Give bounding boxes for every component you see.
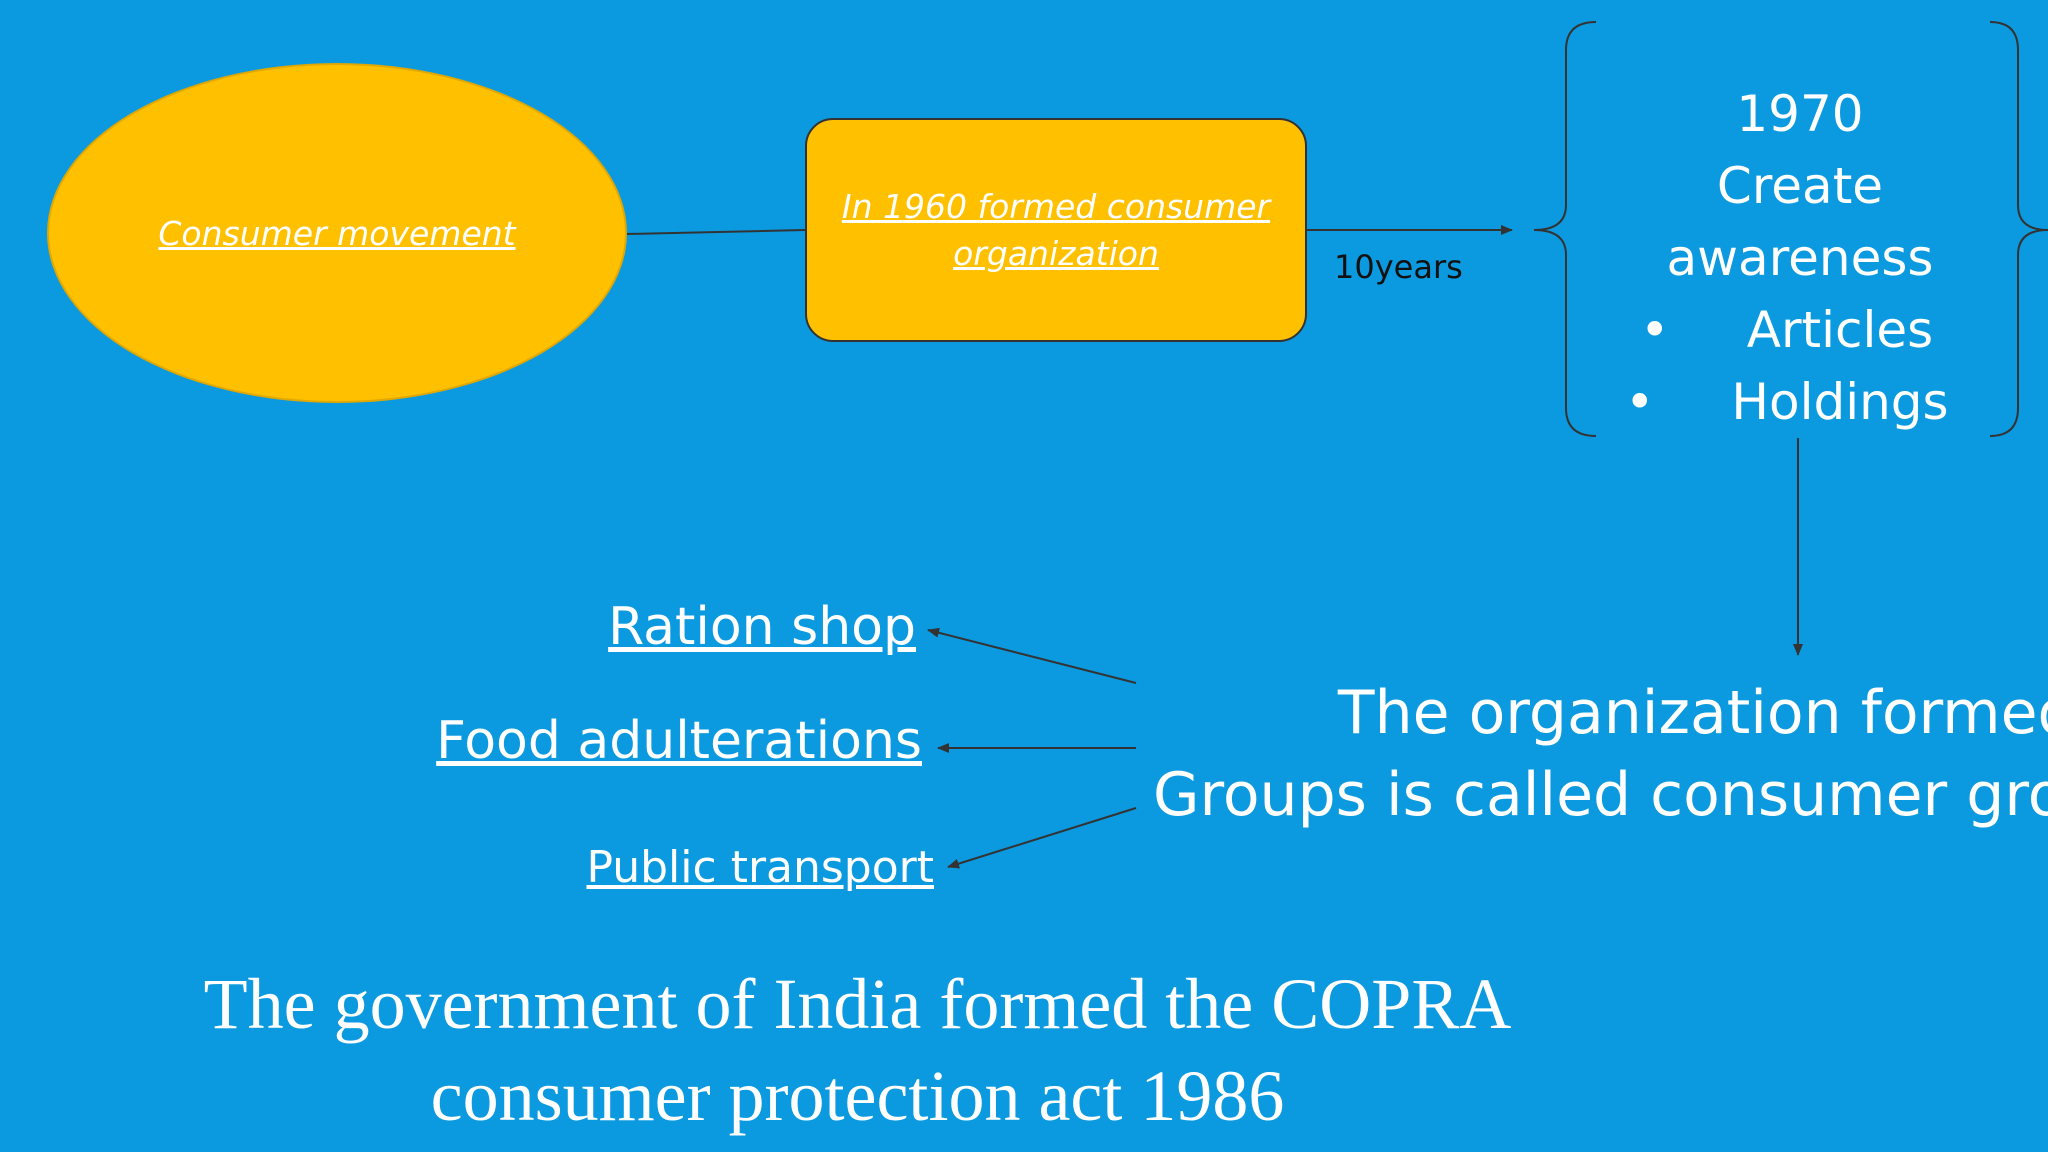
bullet-icon: •: [1640, 301, 1670, 359]
bullet-holdings: • Holdings: [1540, 366, 2048, 438]
consumer-movement-ellipse: Consumer movement: [47, 63, 627, 403]
year-1970: 1970: [1736, 85, 1864, 143]
create-text: Create: [1716, 157, 1884, 215]
consumer-organization-label: In 1960 formed consumer organization: [841, 187, 1271, 273]
consumer-group-text: The organization formed Groups is called…: [1153, 672, 2048, 836]
group-text-line2: Groups is called consumer group: [1153, 760, 2048, 830]
food-adulterations-link[interactable]: Food adulterations: [436, 711, 922, 771]
copra-line2: consumer protection act 1986: [430, 1056, 1285, 1136]
copra-statement: The government of India formed the COPRA…: [0, 958, 1715, 1142]
group-text-line1: The organization formed: [1337, 678, 2048, 748]
left-brace: [1533, 21, 1597, 437]
awareness-text: awareness: [1666, 229, 1934, 287]
ration-shop-link[interactable]: Ration shop: [608, 597, 916, 657]
arrow-to-public-transport: [947, 807, 1137, 869]
consumer-organization-box: In 1960 formed consumer organization: [805, 118, 1307, 342]
public-transport-link[interactable]: Public transport: [586, 842, 934, 893]
bullet-icon: •: [1625, 373, 1655, 431]
copra-line1: The government of India formed the COPRA: [203, 964, 1512, 1044]
bullet-articles: • Articles: [1540, 294, 2048, 366]
awareness-block: 1970 Create awareness • Articles • Holdi…: [1540, 78, 2048, 438]
arrow-to-ration-shop: [927, 627, 1137, 684]
consumer-movement-label: Consumer movement: [158, 213, 516, 253]
right-brace: [1989, 21, 2048, 437]
ellipse-to-box-connector: [626, 229, 806, 235]
ten-years-label: 10years: [1334, 248, 1463, 286]
